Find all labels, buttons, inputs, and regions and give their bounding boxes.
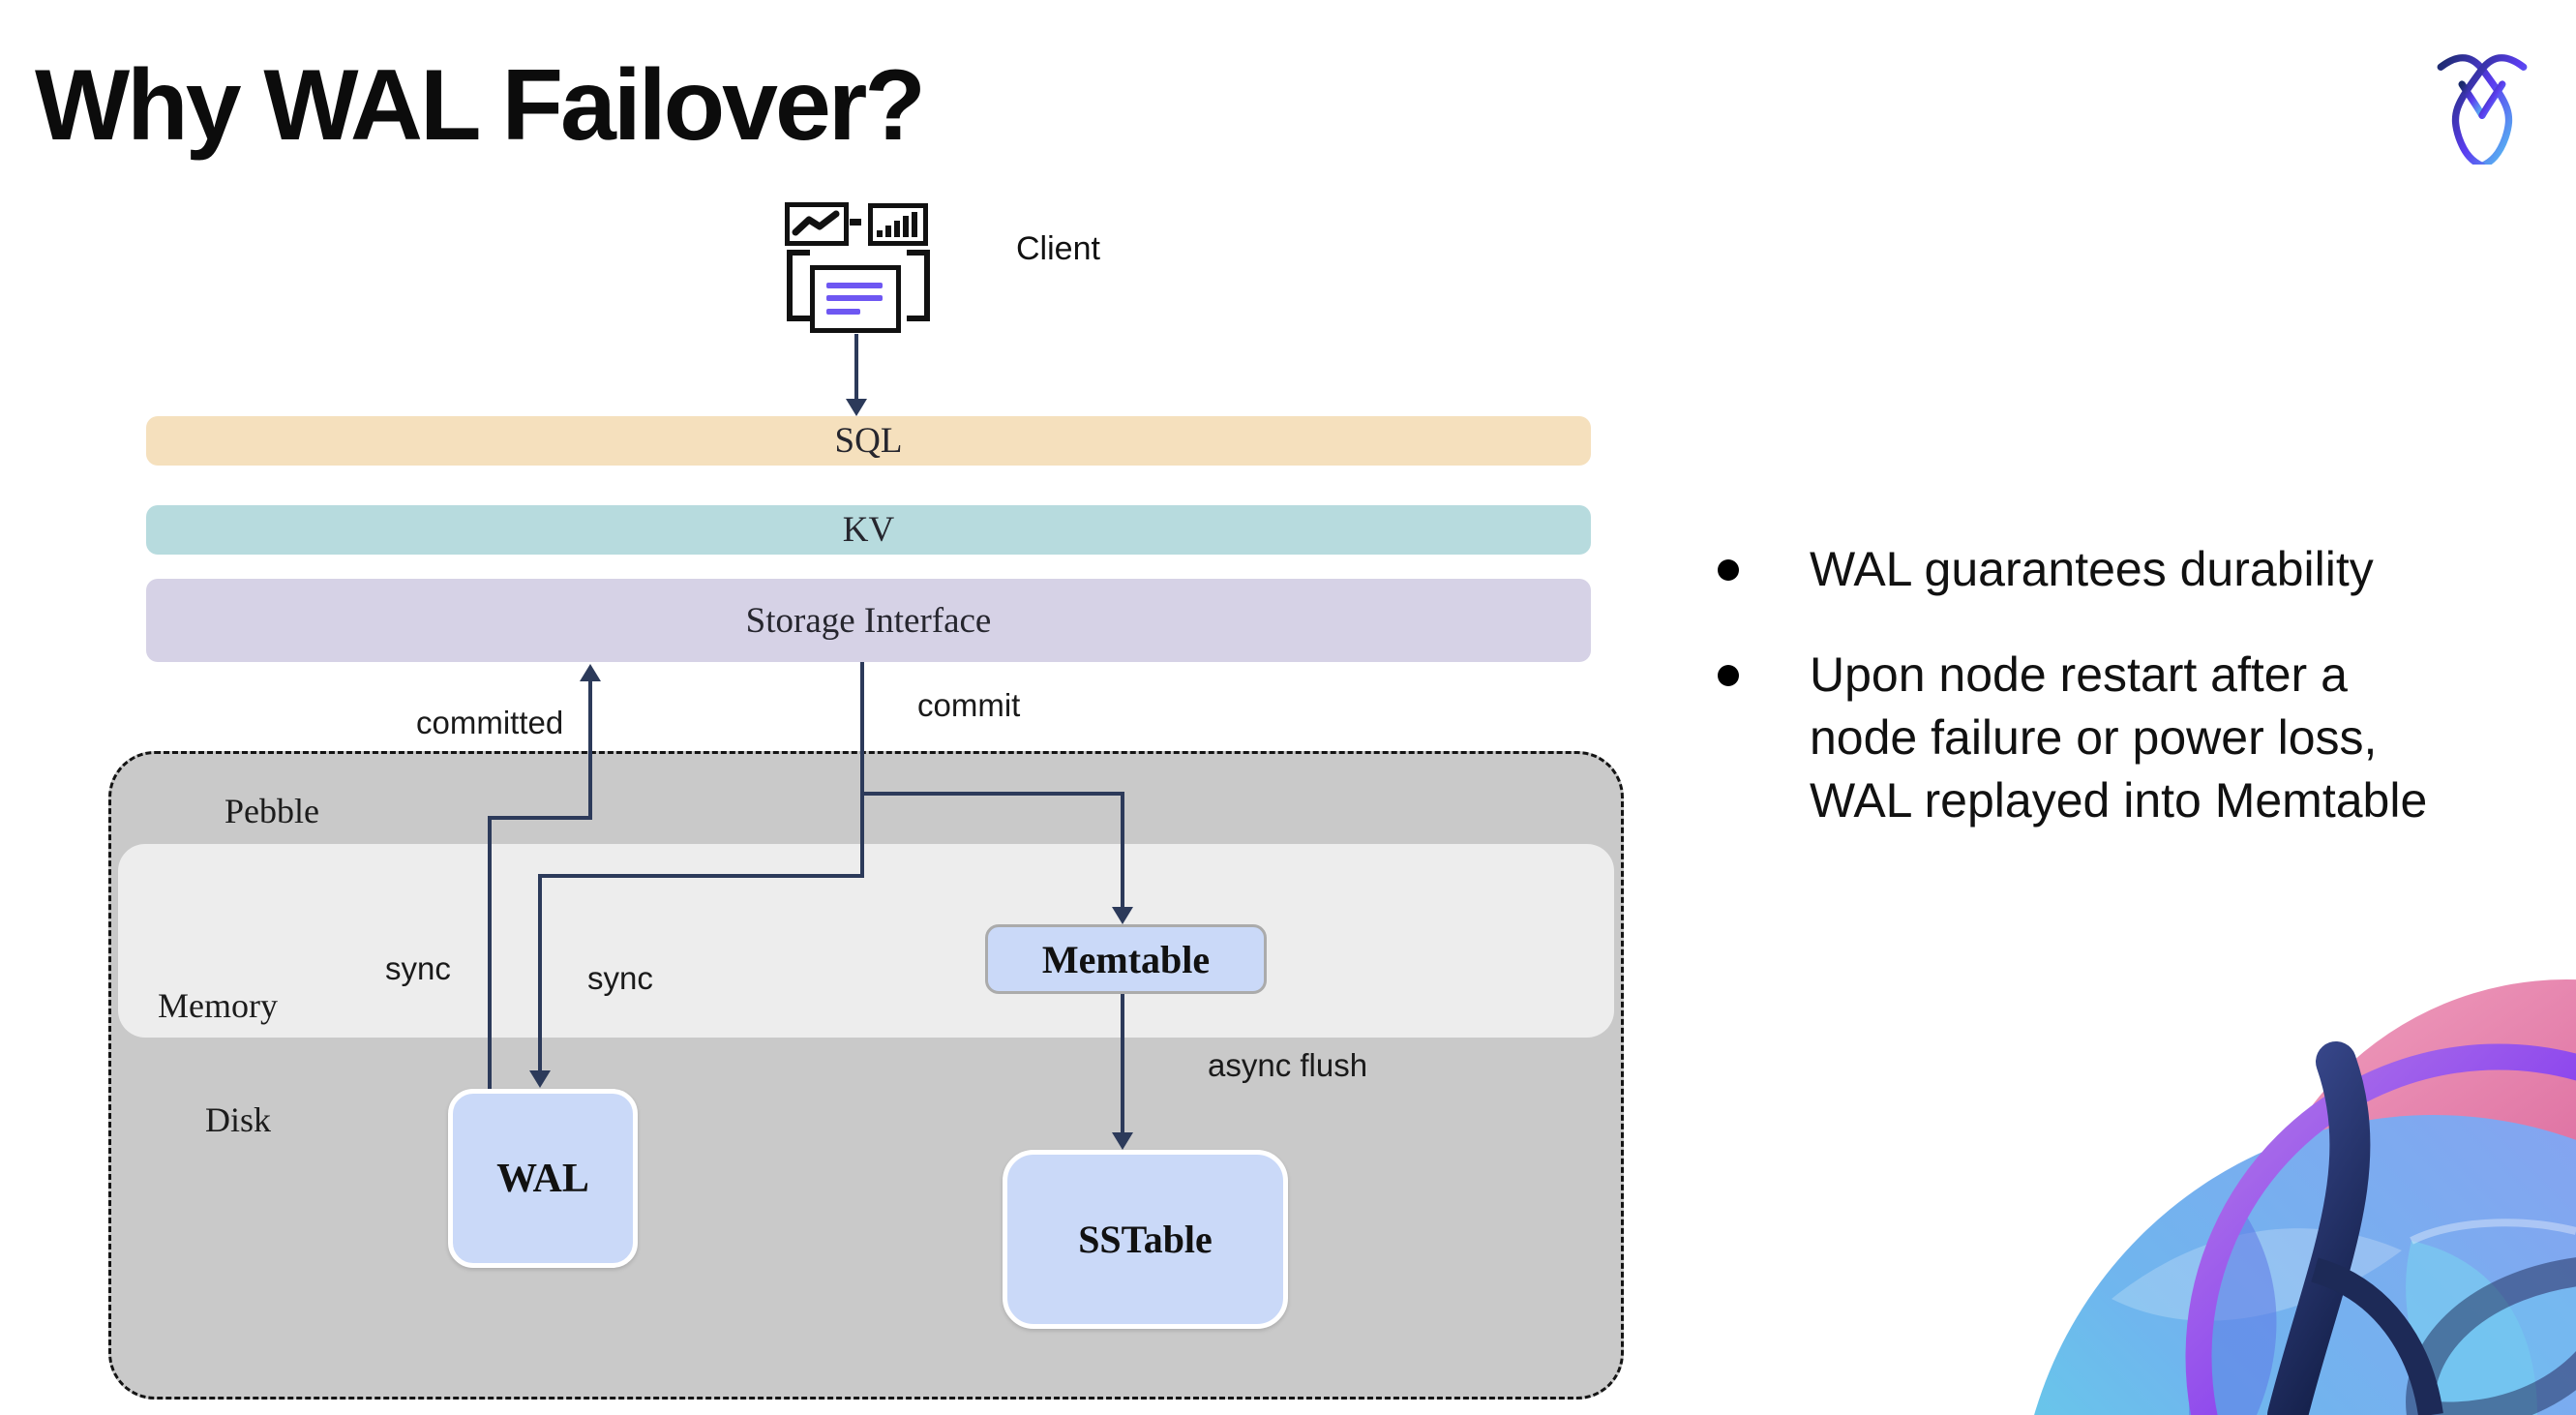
arrowhead-down-icon	[846, 399, 867, 416]
icon-dash	[850, 219, 861, 226]
memtable-node: Memtable	[985, 924, 1267, 994]
bullet-text: WAL guarantees durability	[1810, 542, 2374, 596]
list-item: Upon node restart after a node failure o…	[1718, 644, 2569, 832]
document-text-line	[826, 295, 883, 301]
sstable-node: SSTable	[1003, 1150, 1288, 1329]
arrowhead-down-icon	[529, 1070, 551, 1088]
sync-right-label: sync	[587, 960, 653, 996]
edge-committed	[488, 816, 492, 1089]
document-icon	[810, 265, 901, 333]
document-text-line	[826, 309, 860, 315]
edge-commit-branch-memtable	[860, 792, 1124, 796]
edge-committed	[488, 816, 592, 820]
document-text-line	[826, 283, 883, 288]
layer-kv: KV	[146, 505, 1591, 555]
edge-commit-branch-memtable	[1121, 792, 1124, 909]
edge-commit-branch-wal	[538, 874, 864, 878]
layer-storage-interface: Storage Interface	[146, 579, 1591, 662]
edge-commit	[860, 662, 864, 878]
memory-label: Memory	[158, 986, 278, 1025]
line-chart-icon	[785, 202, 849, 246]
sstable-label: SSTable	[1078, 1218, 1213, 1261]
layer-sql: SQL	[146, 416, 1591, 466]
list-item: WAL guarantees durability	[1718, 538, 2569, 601]
edge-async-flush	[1121, 988, 1124, 1134]
committed-label: committed	[416, 705, 564, 740]
arrowhead-down-icon	[1112, 907, 1133, 924]
bullet-dot-icon	[1718, 559, 1739, 581]
arrowhead-down-icon	[1112, 1132, 1133, 1150]
pebble-label: Pebble	[225, 792, 319, 830]
memory-region	[118, 844, 1614, 1038]
layer-kv-label: KV	[842, 510, 895, 550]
wal-node: WAL	[448, 1089, 638, 1268]
client-label: Client	[1016, 230, 1100, 267]
page-title: Why WAL Failover?	[35, 49, 926, 162]
async-flush-label: async flush	[1208, 1047, 1368, 1083]
commit-label: commit	[917, 687, 1021, 723]
bar-chart-icon	[868, 203, 928, 246]
disk-label: Disk	[205, 1100, 272, 1139]
edge-commit-branch-wal	[538, 874, 542, 1072]
sync-left-label: sync	[385, 950, 451, 986]
wal-label: WAL	[496, 1156, 589, 1201]
layer-sql-label: SQL	[834, 421, 903, 461]
bracket-left-icon	[787, 250, 810, 321]
bullet-dot-icon	[1718, 665, 1739, 686]
cockroach-logo-icon	[2437, 54, 2528, 165]
arrowhead-up-icon	[580, 664, 601, 681]
layer-storage-label: Storage Interface	[745, 600, 992, 641]
bracket-right-icon	[907, 250, 930, 321]
bullet-text: Upon node restart after a node failure o…	[1810, 647, 2428, 828]
brand-art-graphic	[2034, 979, 2576, 1415]
bullet-list: WAL guarantees durability Upon node rest…	[1718, 538, 2569, 875]
edge-committed	[588, 679, 592, 820]
edge-client-sql	[854, 334, 858, 402]
memtable-label: Memtable	[1041, 937, 1211, 981]
